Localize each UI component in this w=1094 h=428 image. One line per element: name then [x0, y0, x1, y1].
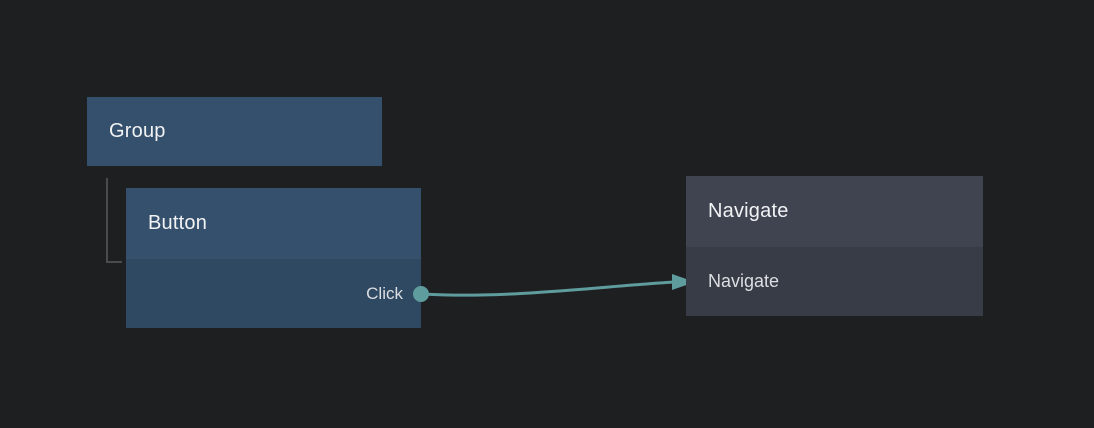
navigate-action-label: Navigate: [708, 271, 780, 291]
node-group-header[interactable]: Group: [87, 97, 382, 166]
click-output-port-label: Click: [366, 283, 403, 303]
node-navigate-body[interactable]: Navigate: [686, 246, 983, 316]
connection-wire[interactable]: [421, 280, 676, 297]
node-navigate[interactable]: Navigate Navigate: [686, 176, 983, 316]
node-group-title: Group: [109, 120, 166, 142]
node-button-title: Button: [148, 211, 208, 234]
node-button-body[interactable]: Click: [126, 258, 421, 328]
tree-elbow-connector: [106, 178, 122, 263]
node-button-header[interactable]: Button: [126, 188, 421, 258]
node-button[interactable]: Button Click: [126, 188, 421, 328]
node-group[interactable]: Group: [87, 97, 382, 166]
node-navigate-title: Navigate: [708, 199, 789, 222]
node-navigate-header[interactable]: Navigate: [686, 176, 983, 246]
